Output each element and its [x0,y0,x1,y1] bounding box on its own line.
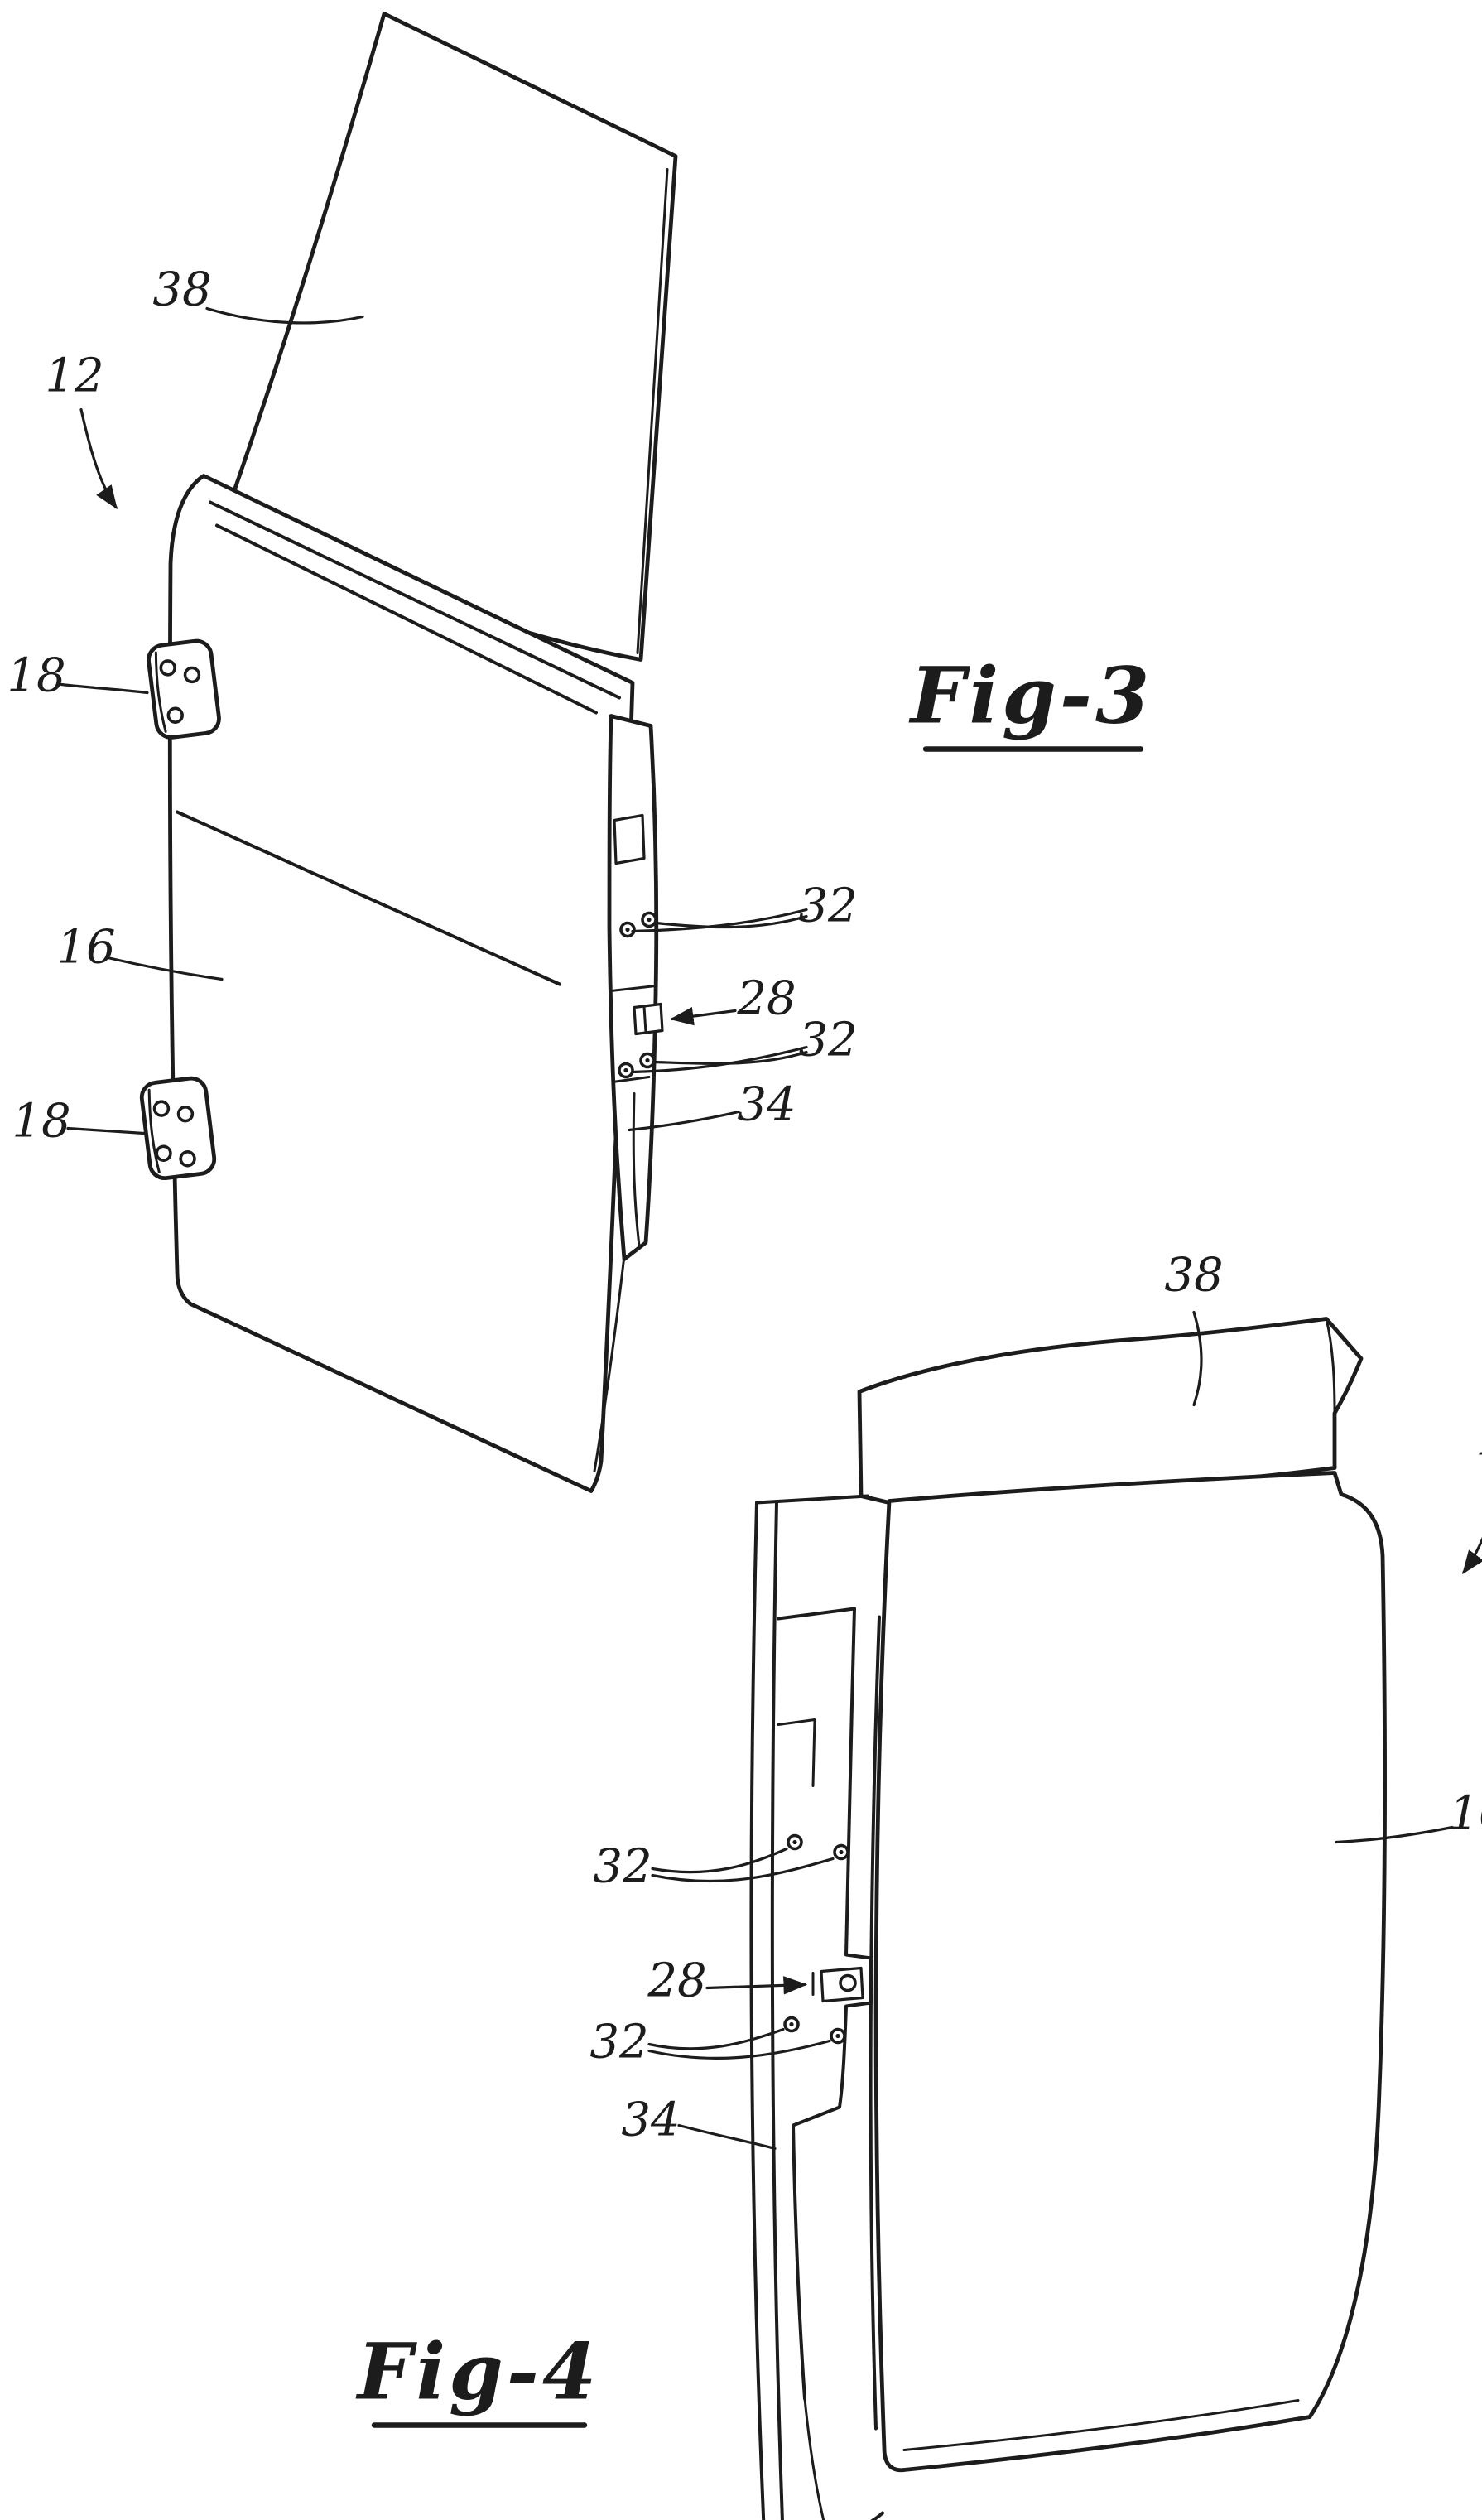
fig3-fastener-center [625,928,629,932]
fig3-fastener-center [623,1068,628,1072]
fig4-frame-top-line [757,1496,868,1503]
fig3-hinge-bolt-hole [154,1101,170,1116]
fig3-title: Fig-3 [908,651,1153,742]
fig4-frame-outer-line [751,1503,765,2520]
fig4-frame-inner-line [772,1503,783,2520]
fig4-caption: Fig-4 [355,2327,600,2426]
fig3-striker [634,1005,662,1034]
fig3-hinge-upper [147,639,220,739]
fig4-leader-32-upper-b [652,1859,833,1882]
fig3-ref-32-lower: 32 [798,1014,857,1067]
fig3-hinge-lower [140,1077,216,1180]
fig3-ref-34: 34 [737,1078,796,1132]
fig4-artwork [751,1319,1384,2520]
fig4-frame-lower-edge [805,2399,826,2520]
fig4-leader-32-lower-a [649,2030,783,2049]
fig4-title: Fig-4 [355,2327,600,2418]
figure-3: 38 12 18 16 18 32 28 32 34 Fig-3 [7,14,1152,1491]
fig4-arrow-28 [707,1985,805,1988]
fig3-ref-18-lower: 18 [12,1095,70,1149]
fig3-edge-cutout [614,816,644,864]
fig4-frame-face-edge [793,1609,871,2399]
fig4-frame-face-top [778,1609,854,1619]
fig4-fastener-center [835,2034,840,2038]
fig3-hinge-bolt-hole [185,667,200,683]
fig4-ref-34: 34 [621,2094,680,2147]
fig4-ref-38: 38 [1164,1249,1223,1303]
fig3-ref-38: 38 [152,263,211,317]
fig3-ref-12: 12 [45,349,103,403]
fig4-ref-12: 12 [1475,1413,1482,1467]
fig3-hinge-bolt-hole [167,707,183,723]
fig4-fastener-center [792,1840,796,1844]
fig4-fasteners [785,1836,848,2043]
fig3-striker-body [634,1005,662,1034]
fig3-hinge-bolt-hole [180,1151,195,1167]
fig4-leader-34 [679,2126,775,2149]
fig4-arrow-12 [1464,1475,1482,1573]
fig4-ref-32-upper: 32 [593,1840,652,1894]
fig4-frame-notch [778,1720,815,1786]
fig4-leader-32-upper-a [652,1849,787,1872]
fig4-ref-28: 28 [647,1954,706,2008]
fig3-leader-18-lower [68,1129,144,1134]
fig3-artwork [140,14,676,1491]
fig3-leader-18-upper [61,685,147,693]
fig3-hinge-bolt-hole [160,660,176,676]
fig3-hinge-bolt-hole [178,1106,194,1122]
fig3-fastener-center [647,918,651,922]
fig3-ref-32-upper: 32 [798,879,857,933]
fig3-fastener-center [645,1058,649,1062]
fig3-striker-detail [644,1007,646,1033]
fig4-fastener-center [839,1850,843,1854]
fig3-arrow-28 [672,1011,735,1019]
fig3-caption: Fig-3 [908,651,1153,749]
fig4-door-panel [876,1473,1384,2470]
fig4-fastener-center [789,2022,793,2026]
fig4-striker-hole [840,1976,855,1991]
fig3-ref-18-upper: 18 [7,649,65,703]
fig4-striker [813,1968,863,2002]
fig3-ref-28: 28 [736,972,796,1026]
fig3-hinge-bolt-hole [156,1145,171,1161]
fig4-ref-16: 16 [1449,1787,1482,1841]
fig4-ref-32-lower: 32 [589,2016,648,2069]
fig3-ref-16: 16 [56,921,115,975]
fig3-arrow-12 [81,410,116,508]
